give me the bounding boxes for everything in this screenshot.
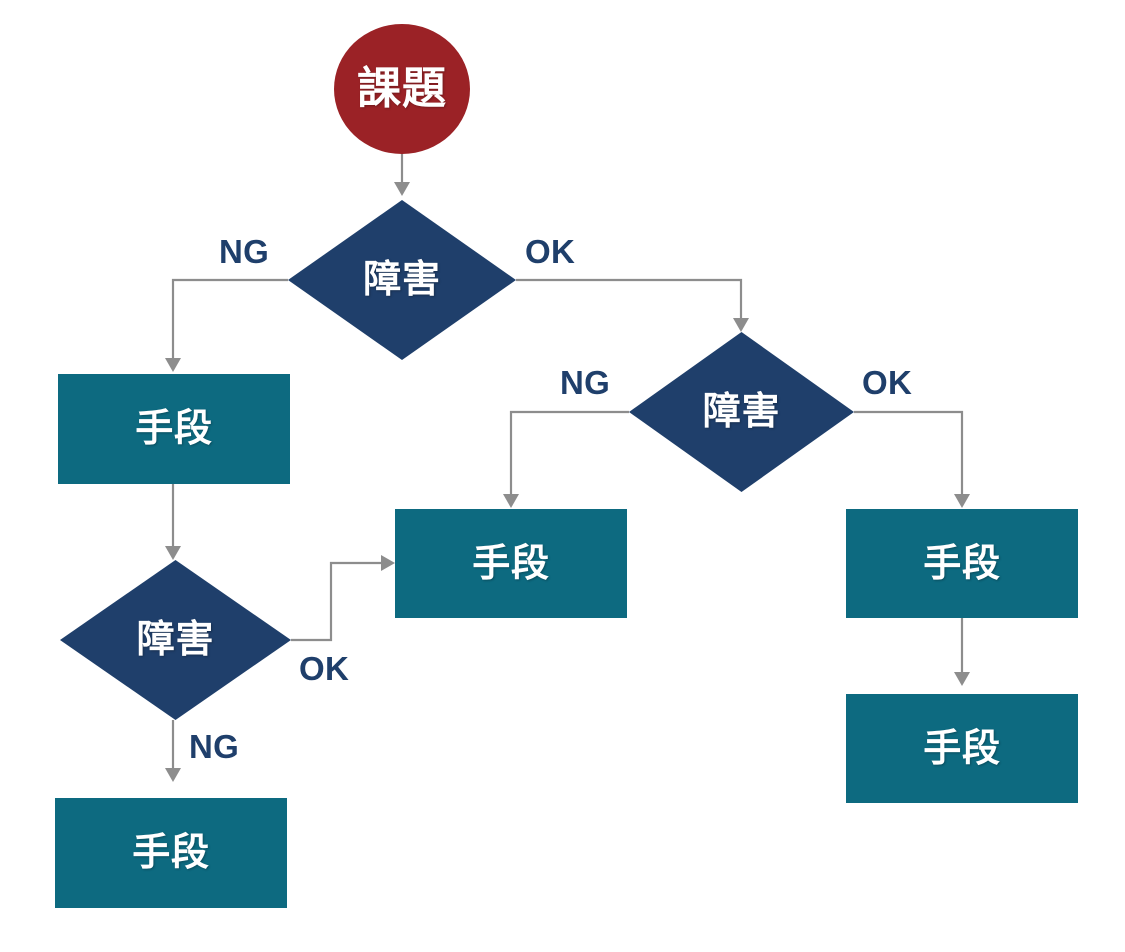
node-means-2[interactable]: 手段 — [395, 509, 627, 618]
edge-means3-to-means5 — [954, 618, 970, 686]
node-start-kadai[interactable]: 課題 — [334, 24, 470, 154]
node-means-4-label: 手段 — [132, 832, 210, 874]
node-decision-2-label: 障害 — [702, 391, 781, 433]
edge-label-decision1-ng: NG — [219, 233, 270, 270]
node-means-5[interactable]: 手段 — [846, 694, 1078, 803]
node-means-4[interactable]: 手段 — [55, 798, 287, 908]
node-decision-1-label: 障害 — [363, 259, 441, 301]
edge-decision2-ng-to-means2 — [503, 410, 629, 508]
node-means-5-label: 手段 — [923, 727, 1001, 770]
node-decision-3-shogai[interactable]: 障害 — [60, 560, 291, 720]
edge-decision1-ng-to-means1 — [165, 278, 288, 372]
edge-means1-to-decision3 — [165, 484, 181, 560]
edge-label-decision2-ok: OK — [862, 364, 913, 401]
node-means-2-label: 手段 — [472, 542, 550, 585]
node-means-3-label: 手段 — [923, 542, 1001, 585]
edge-decision1-ok-to-decision2 — [516, 278, 749, 332]
node-start-label: 課題 — [357, 64, 447, 113]
node-decision-2-shogai[interactable]: 障害 — [629, 332, 854, 492]
node-decision-3-label: 障害 — [136, 619, 215, 661]
node-decision-1-shogai[interactable]: 障害 — [288, 200, 516, 360]
edge-label-decision1-ok: OK — [525, 233, 576, 270]
edge-decision3-ok-to-means2 — [291, 555, 395, 642]
edge-start-to-decision1 — [394, 152, 410, 196]
edge-decision2-ok-to-means3 — [854, 410, 970, 508]
edge-label-decision3-ng: NG — [189, 728, 240, 765]
node-means-1[interactable]: 手段 — [58, 374, 290, 484]
node-means-3[interactable]: 手段 — [846, 509, 1078, 618]
node-means-1-label: 手段 — [135, 408, 213, 450]
edge-label-decision2-ng: NG — [560, 364, 611, 401]
edge-decision3-ng-to-means4 — [165, 720, 181, 782]
edge-label-decision3-ok: OK — [299, 650, 350, 687]
